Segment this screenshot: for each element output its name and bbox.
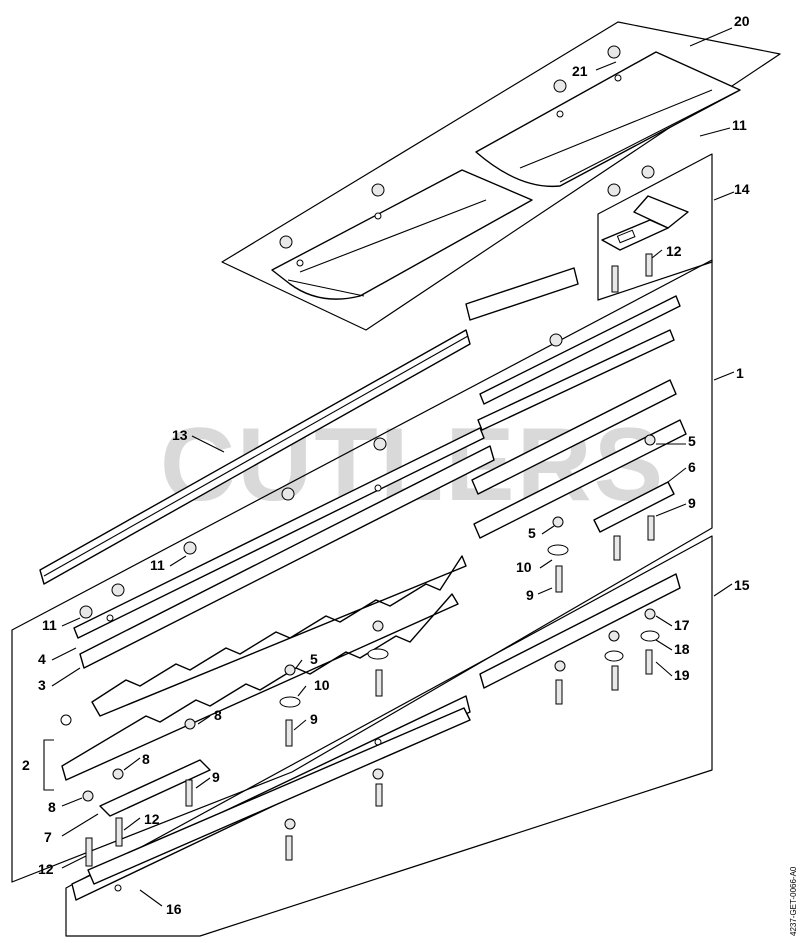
callout-9: 9 — [526, 587, 534, 603]
callout-5: 5 — [688, 433, 696, 449]
callout-12: 12 — [144, 811, 160, 827]
callout-3: 3 — [38, 677, 46, 693]
callout-16: 16 — [166, 901, 182, 917]
callout-8: 8 — [48, 799, 56, 815]
cutting-blade-top — [60, 555, 467, 726]
callout-10: 10 — [314, 677, 330, 693]
callout-6: 6 — [688, 459, 696, 475]
frame-blade-set — [11, 259, 713, 883]
callout-1: 1 — [736, 365, 744, 381]
callout-11: 11 — [732, 117, 747, 133]
cutting-blade-bottom — [61, 593, 459, 781]
callout-9: 9 — [688, 495, 696, 511]
callout-7: 7 — [44, 829, 52, 845]
callout-21: 21 — [572, 63, 588, 79]
callout-10: 10 — [516, 559, 532, 575]
callout-9: 9 — [310, 711, 318, 727]
repair-kit-clip — [601, 165, 689, 293]
callout-12: 12 — [38, 861, 54, 877]
strip-4 — [73, 427, 485, 639]
spacer-strip-13 — [39, 329, 471, 585]
leader-lines — [43, 27, 735, 907]
callout-14: 14 — [734, 181, 750, 197]
callout-8: 8 — [142, 751, 150, 767]
callout-19: 19 — [674, 667, 690, 683]
callout-9: 9 — [212, 769, 220, 785]
blade-3 — [79, 445, 495, 669]
fastener-group — [79, 333, 656, 867]
frame-guard-set — [65, 535, 713, 937]
callout-11: 11 — [150, 557, 165, 573]
guard-rail-upper — [87, 573, 681, 885]
callout-2: 2 — [22, 757, 30, 773]
callout-5: 5 — [528, 525, 536, 541]
callout-11: 11 — [42, 617, 57, 633]
blade-cover-right — [475, 45, 741, 188]
callout-15: 15 — [734, 577, 750, 593]
blade-cover-left — [271, 169, 533, 300]
document-code: 4237-GET-0066-A0 — [789, 866, 798, 936]
callout-4: 4 — [38, 651, 46, 667]
callout-18: 18 — [674, 641, 690, 657]
callout-labels: 20 21 11 14 12 1 13 5 6 9 11 5 10 9 15 1… — [22, 13, 750, 917]
guard-fasteners — [284, 608, 660, 861]
callout-5: 5 — [310, 651, 318, 667]
right-blade-stack — [465, 267, 687, 539]
callout-20: 20 — [734, 13, 750, 29]
frame-blade-cover — [221, 21, 781, 331]
callout-12: 12 — [666, 243, 682, 259]
callout-17: 17 — [674, 617, 690, 633]
callout-13: 13 — [172, 427, 188, 443]
callout-8: 8 — [214, 707, 222, 723]
